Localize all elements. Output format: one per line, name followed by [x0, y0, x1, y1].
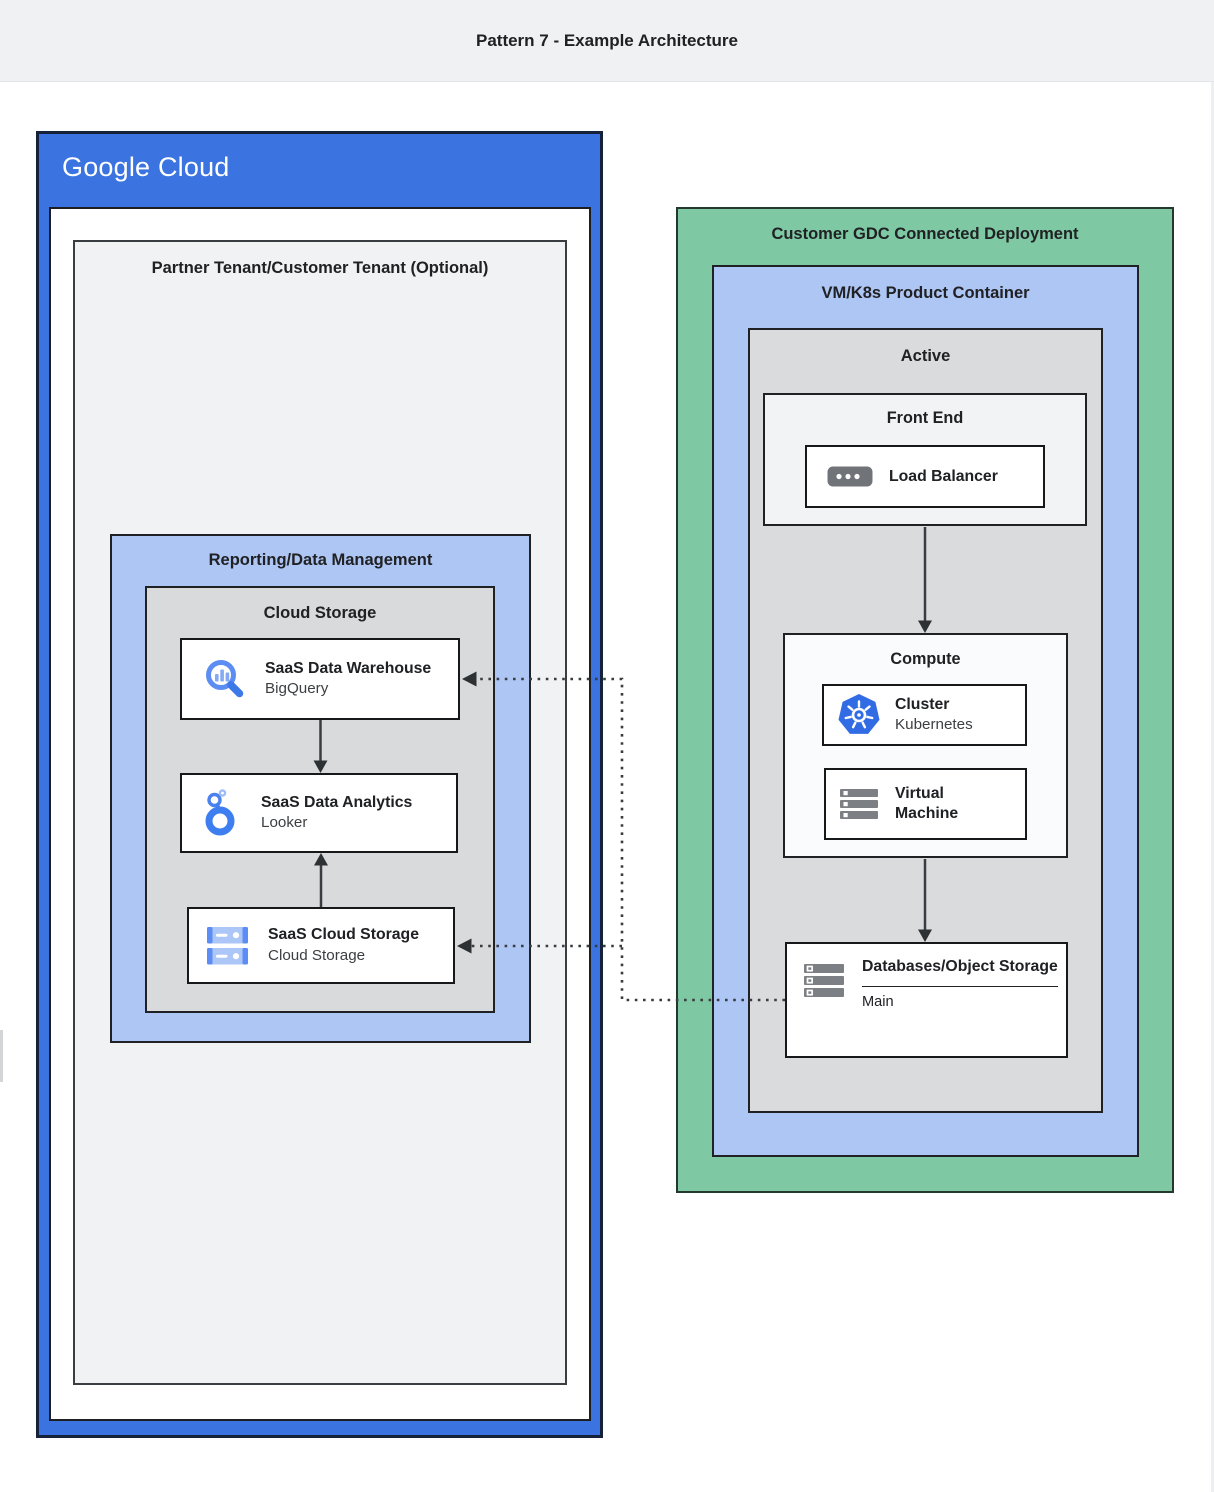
front-end-label: Front End: [886, 409, 964, 427]
node-title: Cluster: [895, 695, 950, 713]
node-title: Databases/Object Storage: [862, 958, 1058, 975]
node-title: Virtual Machine: [895, 785, 959, 822]
node-subtitle: BigQuery: [265, 680, 329, 698]
vm-k8s-container-label: VM/K8s Product Container: [821, 284, 1030, 302]
node-title: SaaS Data Analytics: [261, 793, 413, 811]
reporting-label: Reporting/Data Management: [208, 551, 433, 569]
node-title: SaaS Data Warehouse: [265, 659, 432, 677]
active-label: Active: [900, 347, 951, 365]
node-subtitle: Kubernetes: [895, 716, 973, 734]
node-saas-cloud-storage: SaaS Cloud Storage Cloud Storage: [187, 907, 455, 984]
node-footer: Main: [862, 993, 894, 1010]
node-virtual-machine: Virtual Machine: [824, 768, 1027, 840]
google-cloud-logo: Google Cloud: [62, 152, 230, 182]
node-title: SaaS Cloud Storage: [268, 926, 419, 944]
title-bar: Pattern 7 - Example Architecture: [0, 0, 1214, 82]
partner-tenant-label: Partner Tenant/Customer Tenant (Optional…: [151, 259, 489, 277]
page-edge-artifact-left: [0, 1030, 3, 1082]
compute-label: Compute: [890, 650, 961, 668]
page-title: Pattern 7 - Example Architecture: [475, 31, 738, 50]
node-cluster: Cluster Kubernetes: [822, 684, 1027, 746]
bigquery-icon: [202, 656, 248, 702]
databases-icon: [803, 964, 845, 998]
cloud-storage-zone-label: Cloud Storage: [263, 604, 377, 622]
gdc-deployment-label: Customer GDC Connected Deployment: [771, 225, 1079, 243]
node-divider: [862, 985, 1058, 987]
cloud-storage-icon: [205, 925, 251, 967]
looker-icon: [202, 788, 242, 838]
node-databases-object-storage: Databases/Object Storage Main: [785, 942, 1068, 1058]
node-saas-data-warehouse: SaaS Data Warehouse BigQuery: [180, 638, 460, 720]
node-title: Load Balancer: [889, 467, 998, 485]
node-saas-data-analytics: SaaS Data Analytics Looker: [180, 773, 458, 853]
kubernetes-icon: [837, 693, 881, 737]
page-edge-artifact-right: [1211, 82, 1214, 1492]
load-balancer-icon: [827, 466, 873, 487]
virtual-machine-icon: [839, 788, 879, 820]
node-subtitle: Cloud Storage: [268, 946, 366, 964]
node-subtitle: Looker: [261, 814, 308, 832]
node-load-balancer: Load Balancer: [805, 445, 1045, 508]
